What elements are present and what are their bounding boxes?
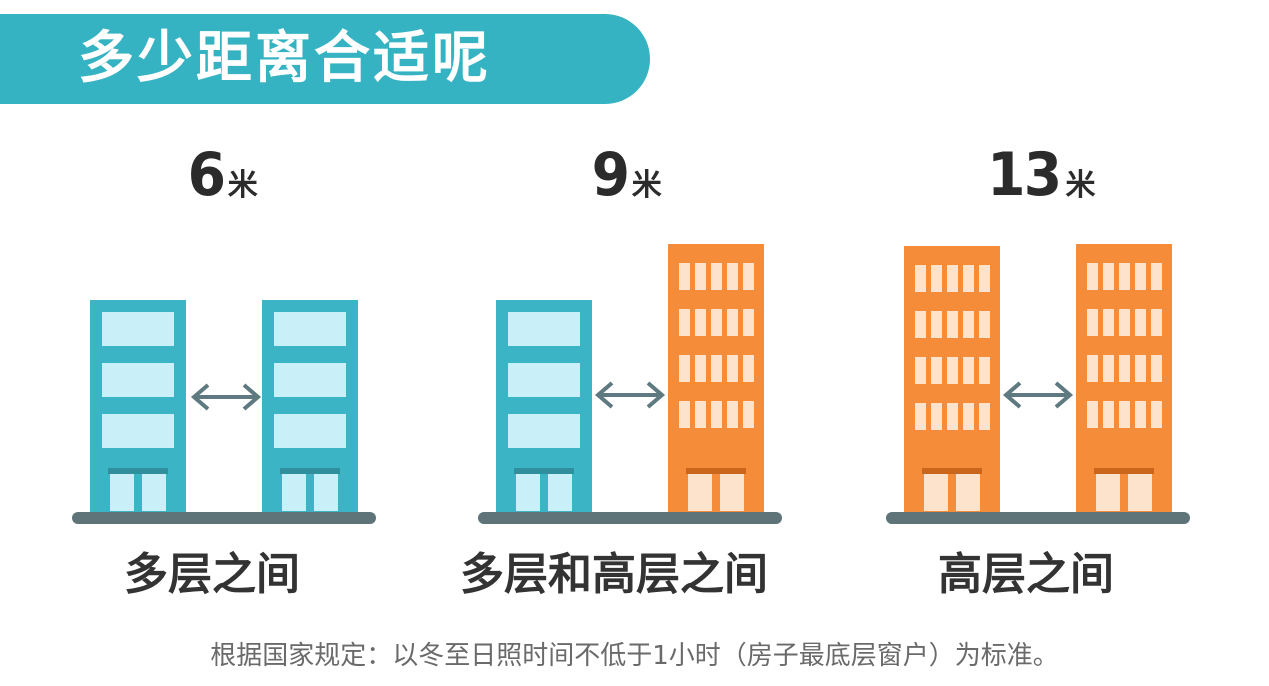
double-arrow-icon (594, 381, 666, 409)
footnote: 根据国家规定：以冬至日照时间不低于1小时（房子最底层窗户）为标准。 (210, 641, 1059, 671)
ground-line (72, 512, 376, 524)
distance-value: 6 (187, 140, 226, 210)
distance-unit: 米 (631, 168, 662, 203)
scene-high-rise-illustration (886, 244, 1190, 524)
scene-mixed-illustration (478, 244, 782, 524)
distance-unit: 米 (227, 168, 258, 203)
high-rise-building (904, 246, 1000, 515)
high-rise-building (1076, 244, 1172, 515)
scene-mixed (476, 230, 796, 530)
double-arrow-icon (190, 383, 262, 411)
caption-mixed: 多层和高层之间 (460, 549, 768, 600)
double-arrow-icon (1002, 381, 1074, 409)
caption-high-rise: 高层之间 (938, 549, 1114, 600)
ground-line (886, 512, 1190, 524)
distance-value: 9 (591, 140, 630, 210)
ground-line (478, 512, 782, 524)
scene-multi-story (70, 230, 390, 530)
low-rise-building (90, 300, 186, 515)
high-rise-building (668, 244, 764, 515)
low-rise-building (262, 300, 358, 515)
title-banner: 多少距离合适呢 (0, 14, 650, 104)
scene-high-rise (884, 230, 1204, 530)
distance-unit: 米 (1065, 168, 1096, 203)
scene-multi-story-illustration (72, 300, 376, 524)
low-rise-building (496, 300, 592, 515)
distance-value: 13 (987, 140, 1062, 210)
caption-multi-story: 多层之间 (124, 549, 300, 600)
page-title: 多少距离合适呢 (78, 26, 491, 91)
